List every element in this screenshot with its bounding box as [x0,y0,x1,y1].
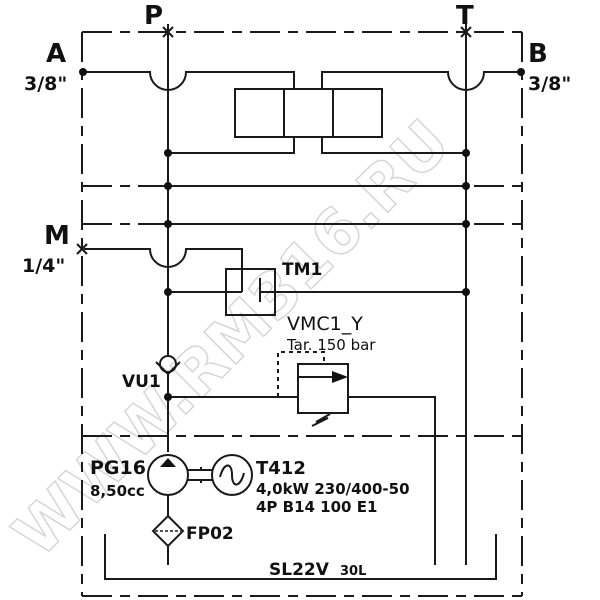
manifold-boundary [81,31,523,597]
section-lines [82,185,522,437]
port-t-label: T [456,1,474,31]
m-line [84,248,243,292]
filter-fp02 [151,514,185,565]
pump-name: PG16 [90,457,146,479]
port-a-size: 3/8" [24,73,67,95]
b-line [321,71,520,91]
relief-valve-vmc1 [168,351,436,565]
tank-name: SL22V [269,560,330,580]
motor-spec-line2: 4P B14 100 E1 [256,498,377,516]
m-port-marker [76,243,88,255]
port-m-label: M [44,221,70,251]
pressure-switch-label: TM1 [282,260,322,280]
tank-sl22v [104,534,497,580]
relief-valve-setting: Tar. 150 bar [286,336,376,354]
motor-spec-line1: 4,0kW 230/400-50 [256,480,410,498]
filter-label: FP02 [186,524,234,544]
port-b-label: B [528,39,548,69]
check-valve-label: VU1 [122,372,161,392]
a-line [84,71,295,91]
motor-t412 [211,454,253,496]
port-m-size: 1/4" [22,255,65,277]
directional-valve [168,88,466,154]
watermark: WWW.RM316.RU [0,106,464,571]
junction-dots [79,68,525,401]
port-b-size: 3/8" [528,73,571,95]
tank-volume: 30L [340,564,366,579]
pressure-switch-tm1 [168,268,466,316]
motor-name: T412 [256,458,306,479]
pump-displacement: 8,50cc [90,482,145,500]
pump-pg16 [147,454,212,516]
relief-valve-name: VMC1_Y [287,313,363,335]
port-p-label: P [144,1,163,31]
check-valve-vu1 [155,355,181,375]
port-a-label: A [46,39,66,69]
